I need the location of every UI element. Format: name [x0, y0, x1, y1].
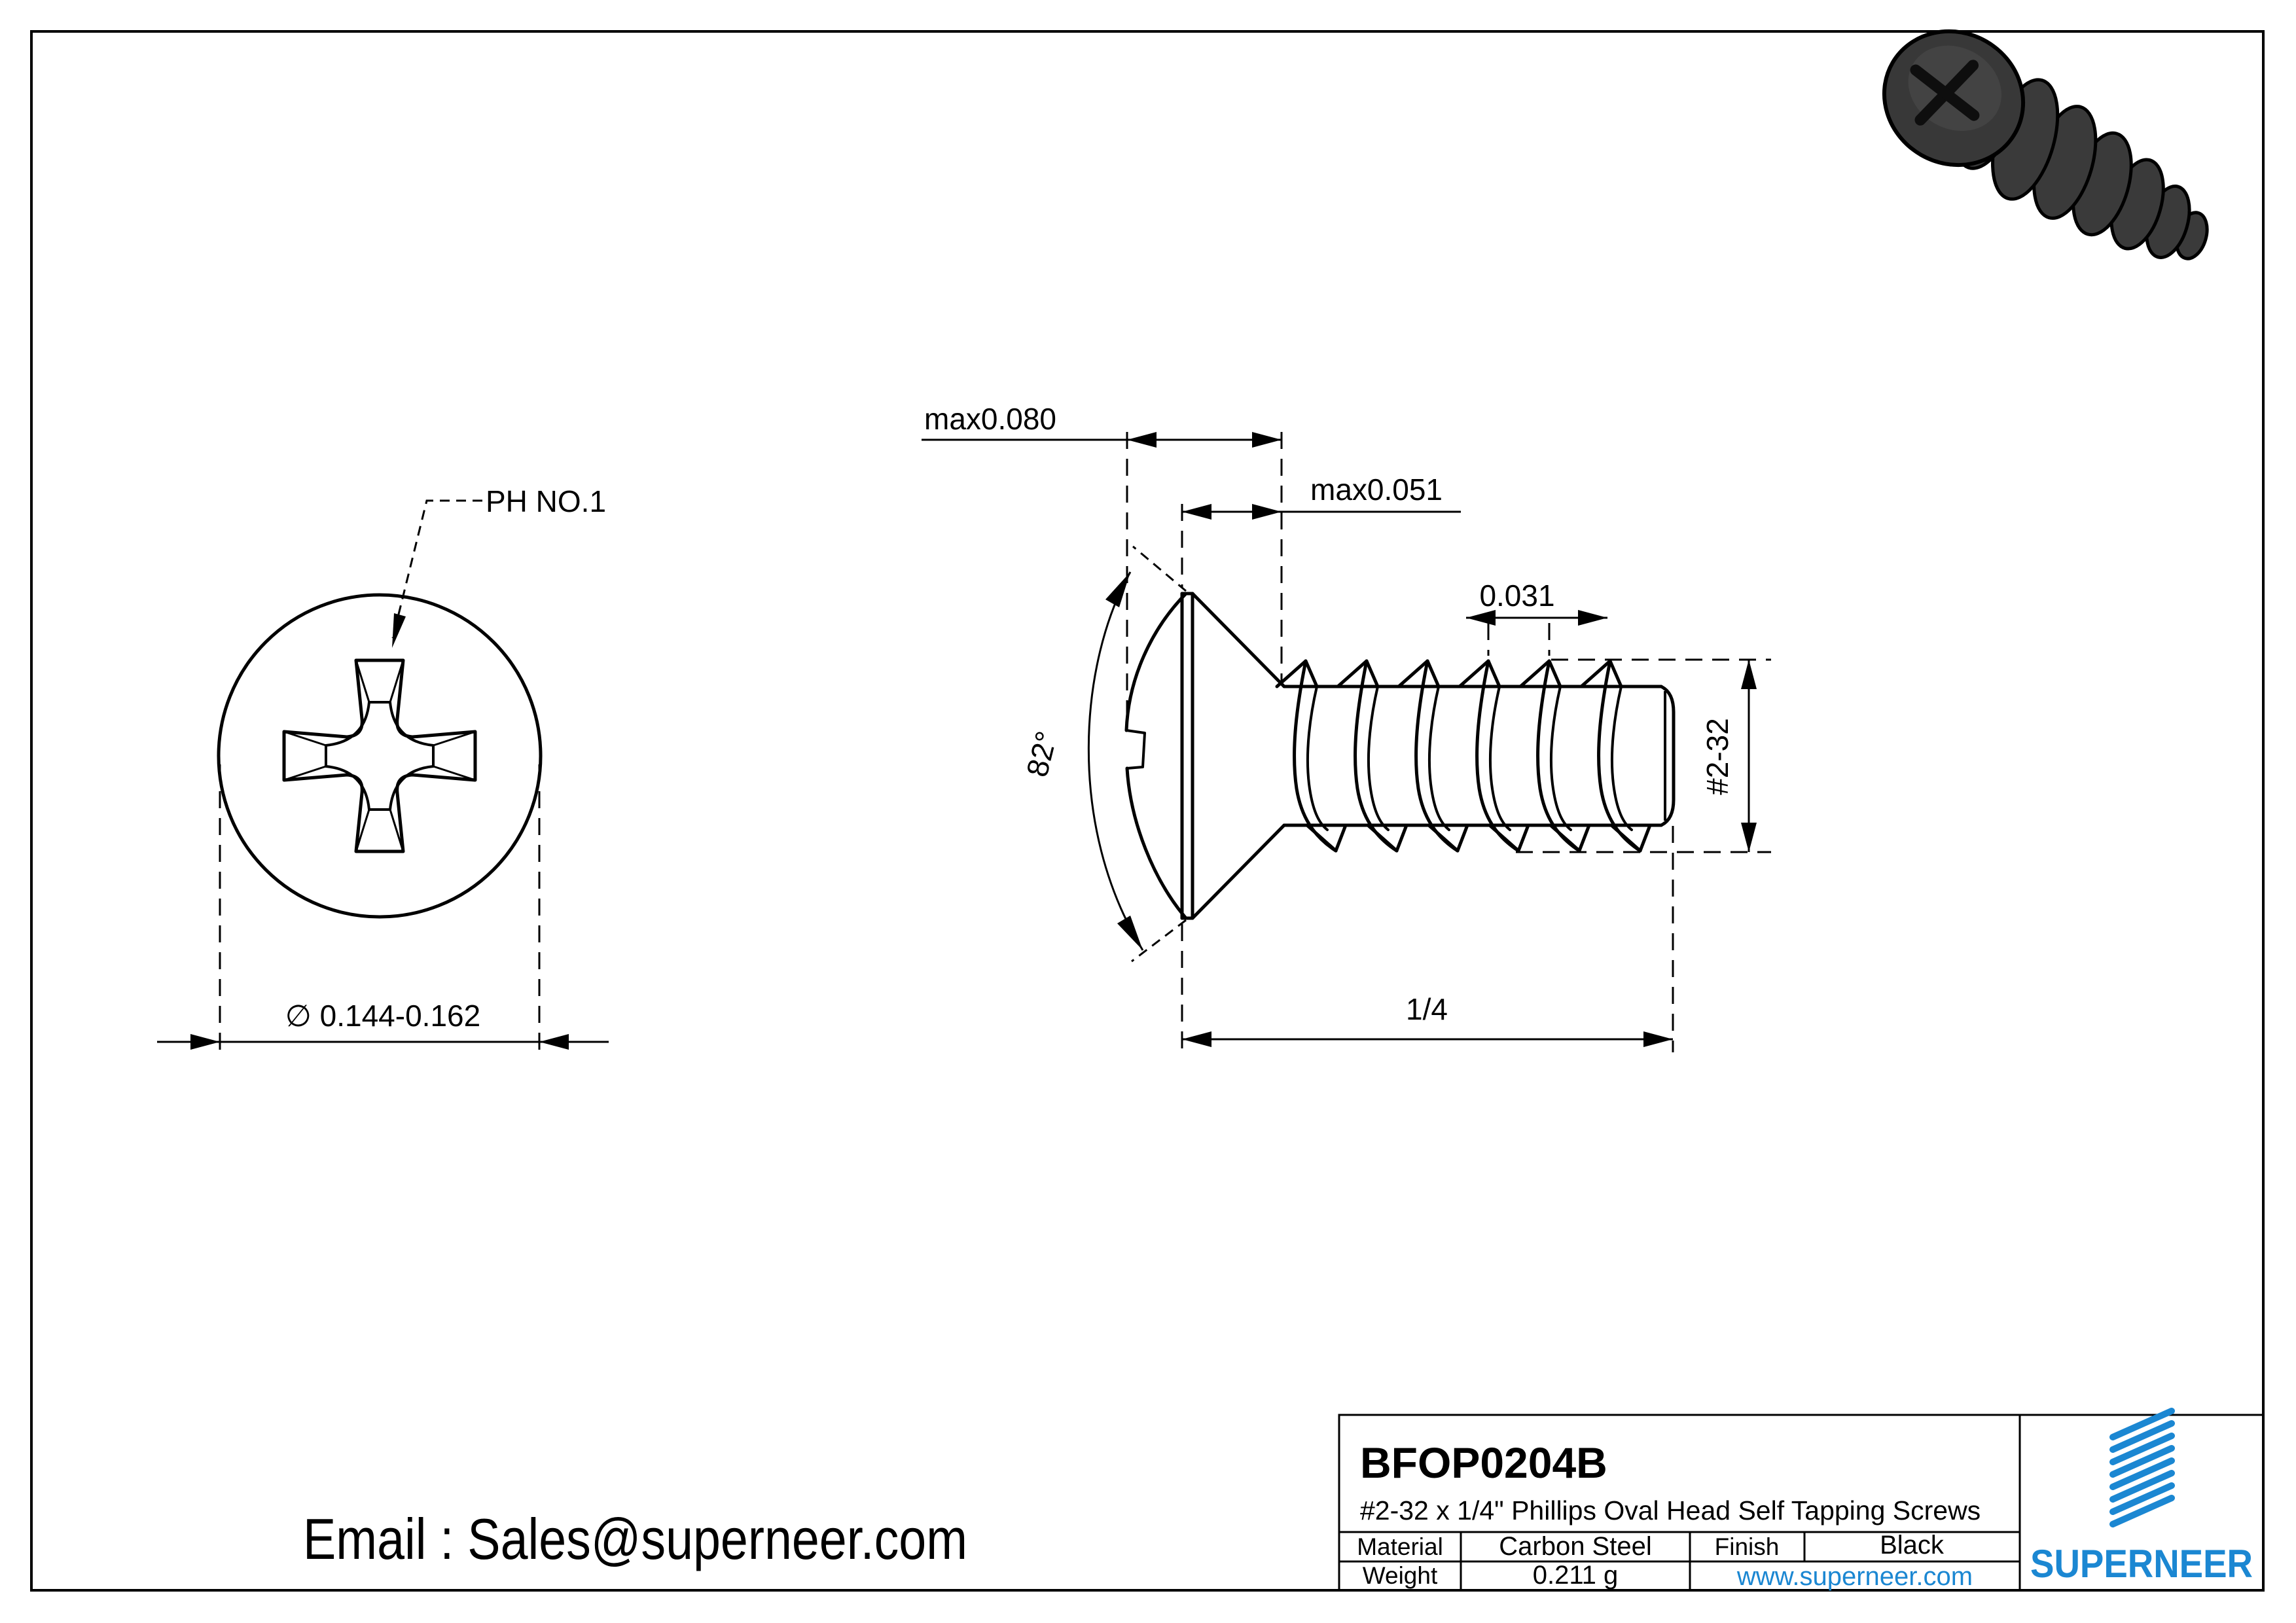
dim-drive-size: PH NO.1: [486, 484, 606, 518]
dim-head-height: max0.080: [924, 402, 1056, 436]
drive-leader-arrow-icon: [392, 613, 406, 648]
drawing-frame: [30, 30, 2265, 1592]
dim-thread-size: #2-32: [1700, 718, 1734, 795]
angle-arc: [1087, 571, 1144, 951]
head-dome-notch: [1126, 729, 1146, 770]
head-cone-lower: [1191, 823, 1286, 920]
weight-label: Weight: [1363, 1562, 1438, 1589]
superneer-logo-icon: [2109, 1408, 2175, 1527]
phillips-outer-cross: [282, 658, 477, 853]
drive-leader-line: [391, 499, 482, 639]
screw-3d-phillips-icon: [1910, 60, 1980, 126]
finish-label: Finish: [1715, 1533, 1780, 1560]
head-dome-upper: [1124, 592, 1188, 732]
brand-wordmark: SUPERNEER: [2030, 1542, 2253, 1586]
side-view: max0.080 max0.051 0.031 #2-32 1/4: [922, 402, 1771, 1052]
part-number: BFOP0204B: [1360, 1438, 1607, 1487]
head-cone-upper: [1191, 592, 1286, 688]
dim-thread-pitch: 0.031: [1479, 579, 1554, 613]
phillips-flank-edges: [283, 660, 476, 852]
website-link[interactable]: www.superneer.com: [1736, 1562, 1973, 1591]
sales-email: Email : Sales@superneer.com: [303, 1507, 967, 1571]
material-value: Carbon Steel: [1499, 1532, 1651, 1561]
part-description: #2-32 x 1/4" Phillips Oval Head Self Tap…: [1360, 1495, 1981, 1525]
dim-head-angle: 82°: [1020, 728, 1064, 780]
dim-head-crown-height: max0.051: [1310, 473, 1443, 507]
dim-screw-length: 1/4: [1406, 992, 1448, 1026]
dim-head-diameter: ∅ 0.144-0.162: [285, 999, 480, 1033]
phillips-inner-cross: [325, 701, 435, 811]
screw-tip-face: [1659, 685, 1676, 827]
thread-profile: [1275, 659, 1652, 853]
head-dome-lower: [1125, 766, 1188, 920]
material-label: Material: [1357, 1533, 1443, 1560]
dia-arrow-left-icon: [190, 1034, 220, 1050]
front-view: PH NO.1 ∅ 0.144-0.162: [157, 484, 609, 1055]
dia-arrow-right-icon: [539, 1034, 569, 1050]
screw-3d-render: [1882, 29, 2209, 260]
finish-value: Black: [1880, 1531, 1945, 1560]
weight-value: 0.211 g: [1533, 1561, 1619, 1590]
head-outline-circle: [217, 593, 543, 919]
title-block: BFOP0204B #2-32 x 1/4" Phillips Oval Hea…: [1338, 1408, 2265, 1592]
